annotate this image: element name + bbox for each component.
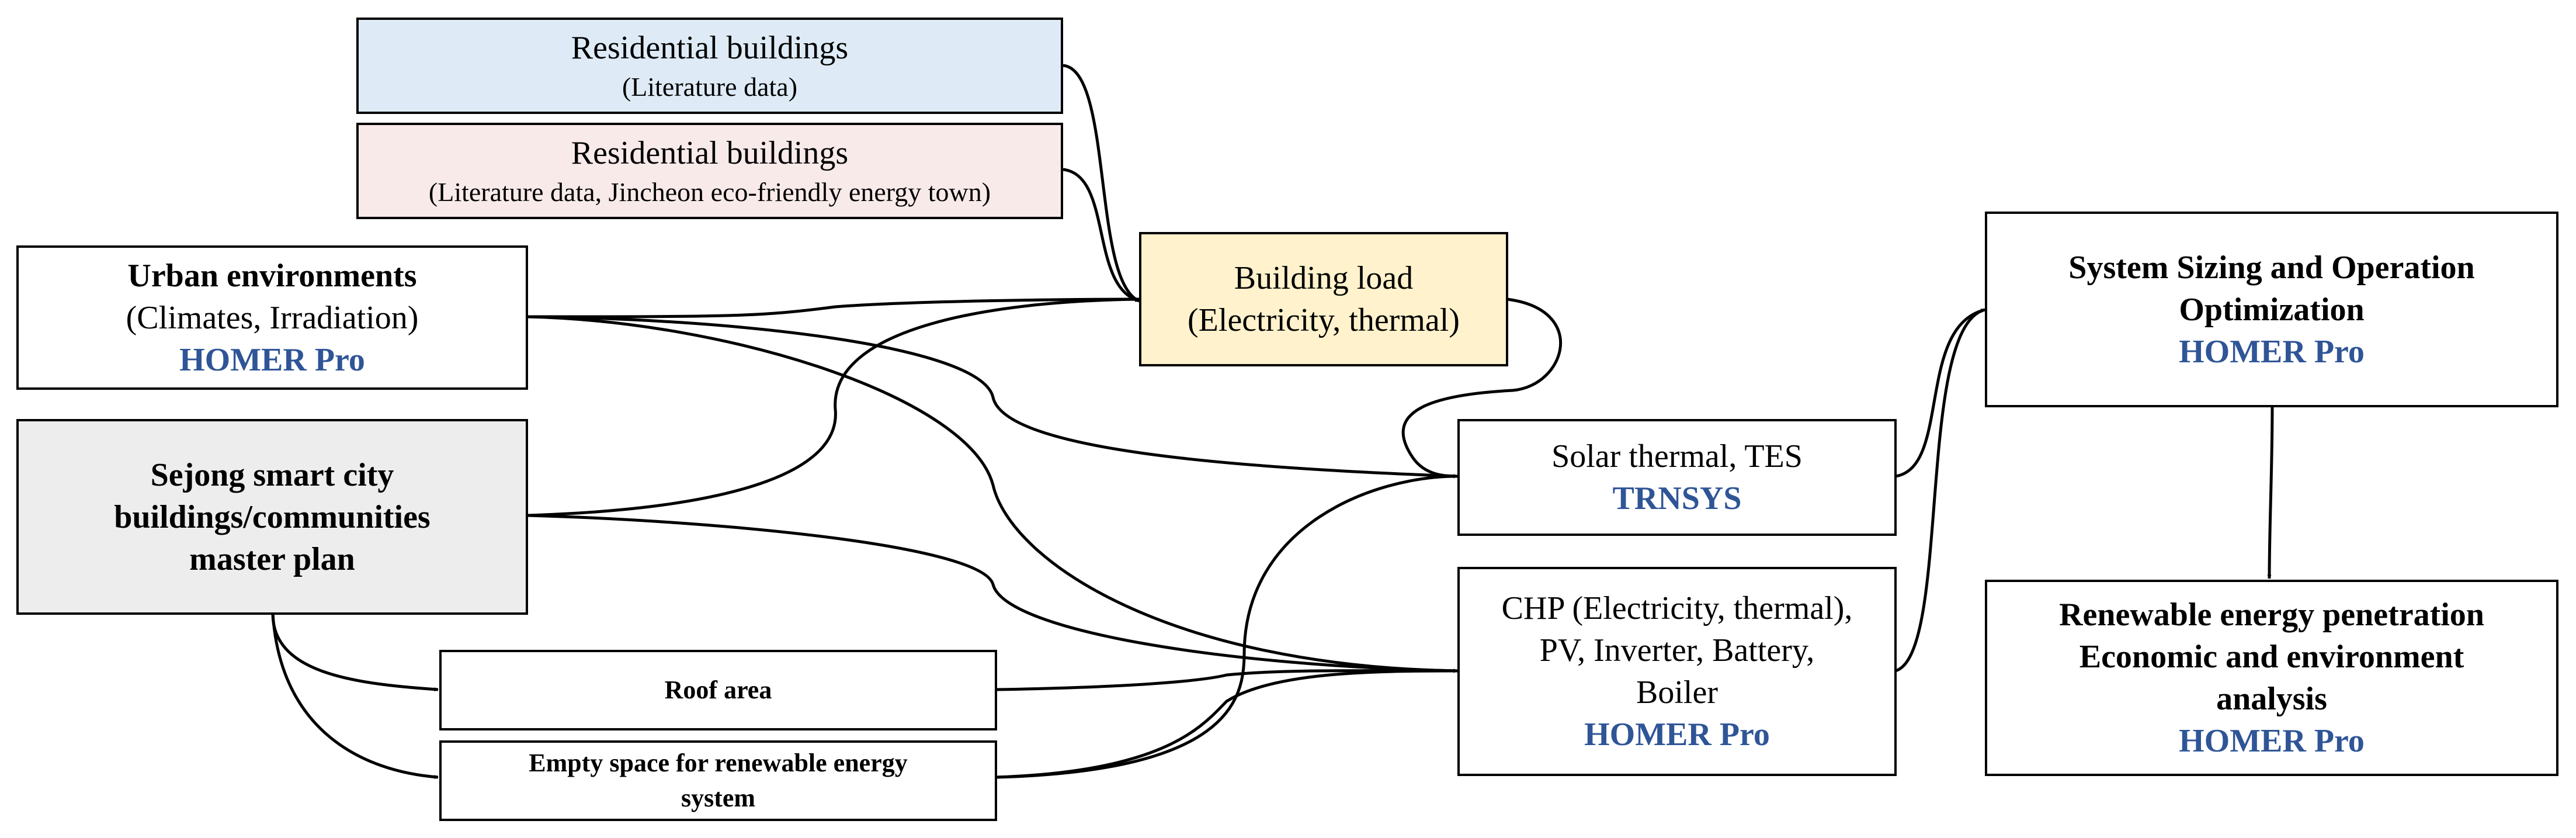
node-tool: TRNSYS <box>1612 480 1742 517</box>
node-title: Building load <box>1234 260 1414 296</box>
node-tool: HOMER Pro <box>2179 333 2365 370</box>
node-line: system <box>681 784 756 812</box>
node-line: analysis <box>2216 681 2327 717</box>
node-renewable-analysis: Renewable energy penetration Economic an… <box>1985 580 2558 776</box>
arrow-sejong-to-load <box>526 297 1140 517</box>
node-line: Optimization <box>2179 291 2365 328</box>
node-solar-thermal: Solar thermal, TES TRNSYS <box>1457 419 1897 536</box>
node-roof-area: Roof area <box>439 650 997 730</box>
node-line: CHP (Electricity, thermal), <box>1501 590 1853 626</box>
node-subtitle: (Literature data) <box>622 71 798 102</box>
node-subtitle: (Climates, Irradiation) <box>126 299 419 336</box>
arrow-chp-to-sizing <box>1895 308 1985 673</box>
arrow-sejong-to-roof <box>271 613 439 692</box>
arrow-res2-to-load <box>1063 168 1140 303</box>
arrow-urban-to-solar <box>526 315 1458 479</box>
node-line: Renewable energy penetration <box>2059 597 2484 633</box>
node-title: Residential buildings <box>571 134 849 171</box>
arrow-urban-to-load <box>526 297 1140 318</box>
node-system-sizing: System Sizing and Operation Optimization… <box>1985 212 2558 407</box>
node-sejong-master-plan: Sejong smart city buildings/communities … <box>16 419 528 615</box>
node-urban-environments: Urban environments (Climates, Irradiatio… <box>16 245 528 390</box>
arrow-sejong-to-empty <box>271 613 439 780</box>
node-line: System Sizing and Operation <box>2068 249 2475 286</box>
node-title: Residential buildings <box>571 29 849 66</box>
node-line: Sejong smart city <box>150 456 394 493</box>
node-line: master plan <box>189 541 355 577</box>
node-tool: HOMER Pro <box>1584 716 1770 753</box>
node-title: Roof area <box>664 676 772 704</box>
node-line: Boiler <box>1636 674 1718 711</box>
node-title: Solar thermal, TES <box>1551 438 1803 475</box>
node-building-load: Building load (Electricity, thermal) <box>1139 232 1508 366</box>
node-subtitle: (Electricity, thermal) <box>1188 302 1460 338</box>
node-title: Urban environments <box>127 257 417 294</box>
node-residential-jincheon: Residential buildings (Literature data, … <box>356 123 1063 219</box>
arrow-empty-to-solar <box>995 474 1458 779</box>
node-residential-literature: Residential buildings (Literature data) <box>356 18 1063 114</box>
node-line: PV, Inverter, Battery, <box>1539 632 1815 669</box>
node-line: Economic and environment <box>2079 639 2464 675</box>
arrow-load-to-solar <box>1401 297 1562 479</box>
arrow-urban-to-chp <box>526 315 1458 673</box>
arrow-sejong-to-chp <box>526 514 1458 673</box>
node-line: buildings/communities <box>114 498 431 535</box>
node-line: Empty space for renewable energy <box>529 749 908 777</box>
node-subtitle: (Literature data, Jincheon eco-friendly … <box>428 176 991 207</box>
node-chp-system: CHP (Electricity, thermal), PV, Inverter… <box>1457 567 1897 776</box>
arrow-sizing-to-renew <box>2267 407 2274 579</box>
arrow-res1-to-load <box>1063 64 1140 303</box>
arrow-solar-to-sizing <box>1895 308 1985 478</box>
node-tool: HOMER Pro <box>2179 723 2365 759</box>
arrow-roof-to-chp <box>995 669 1458 691</box>
node-empty-space: Empty space for renewable energy system <box>439 740 997 821</box>
node-tool: HOMER Pro <box>179 341 365 378</box>
arrow-empty-to-chp <box>995 669 1458 779</box>
